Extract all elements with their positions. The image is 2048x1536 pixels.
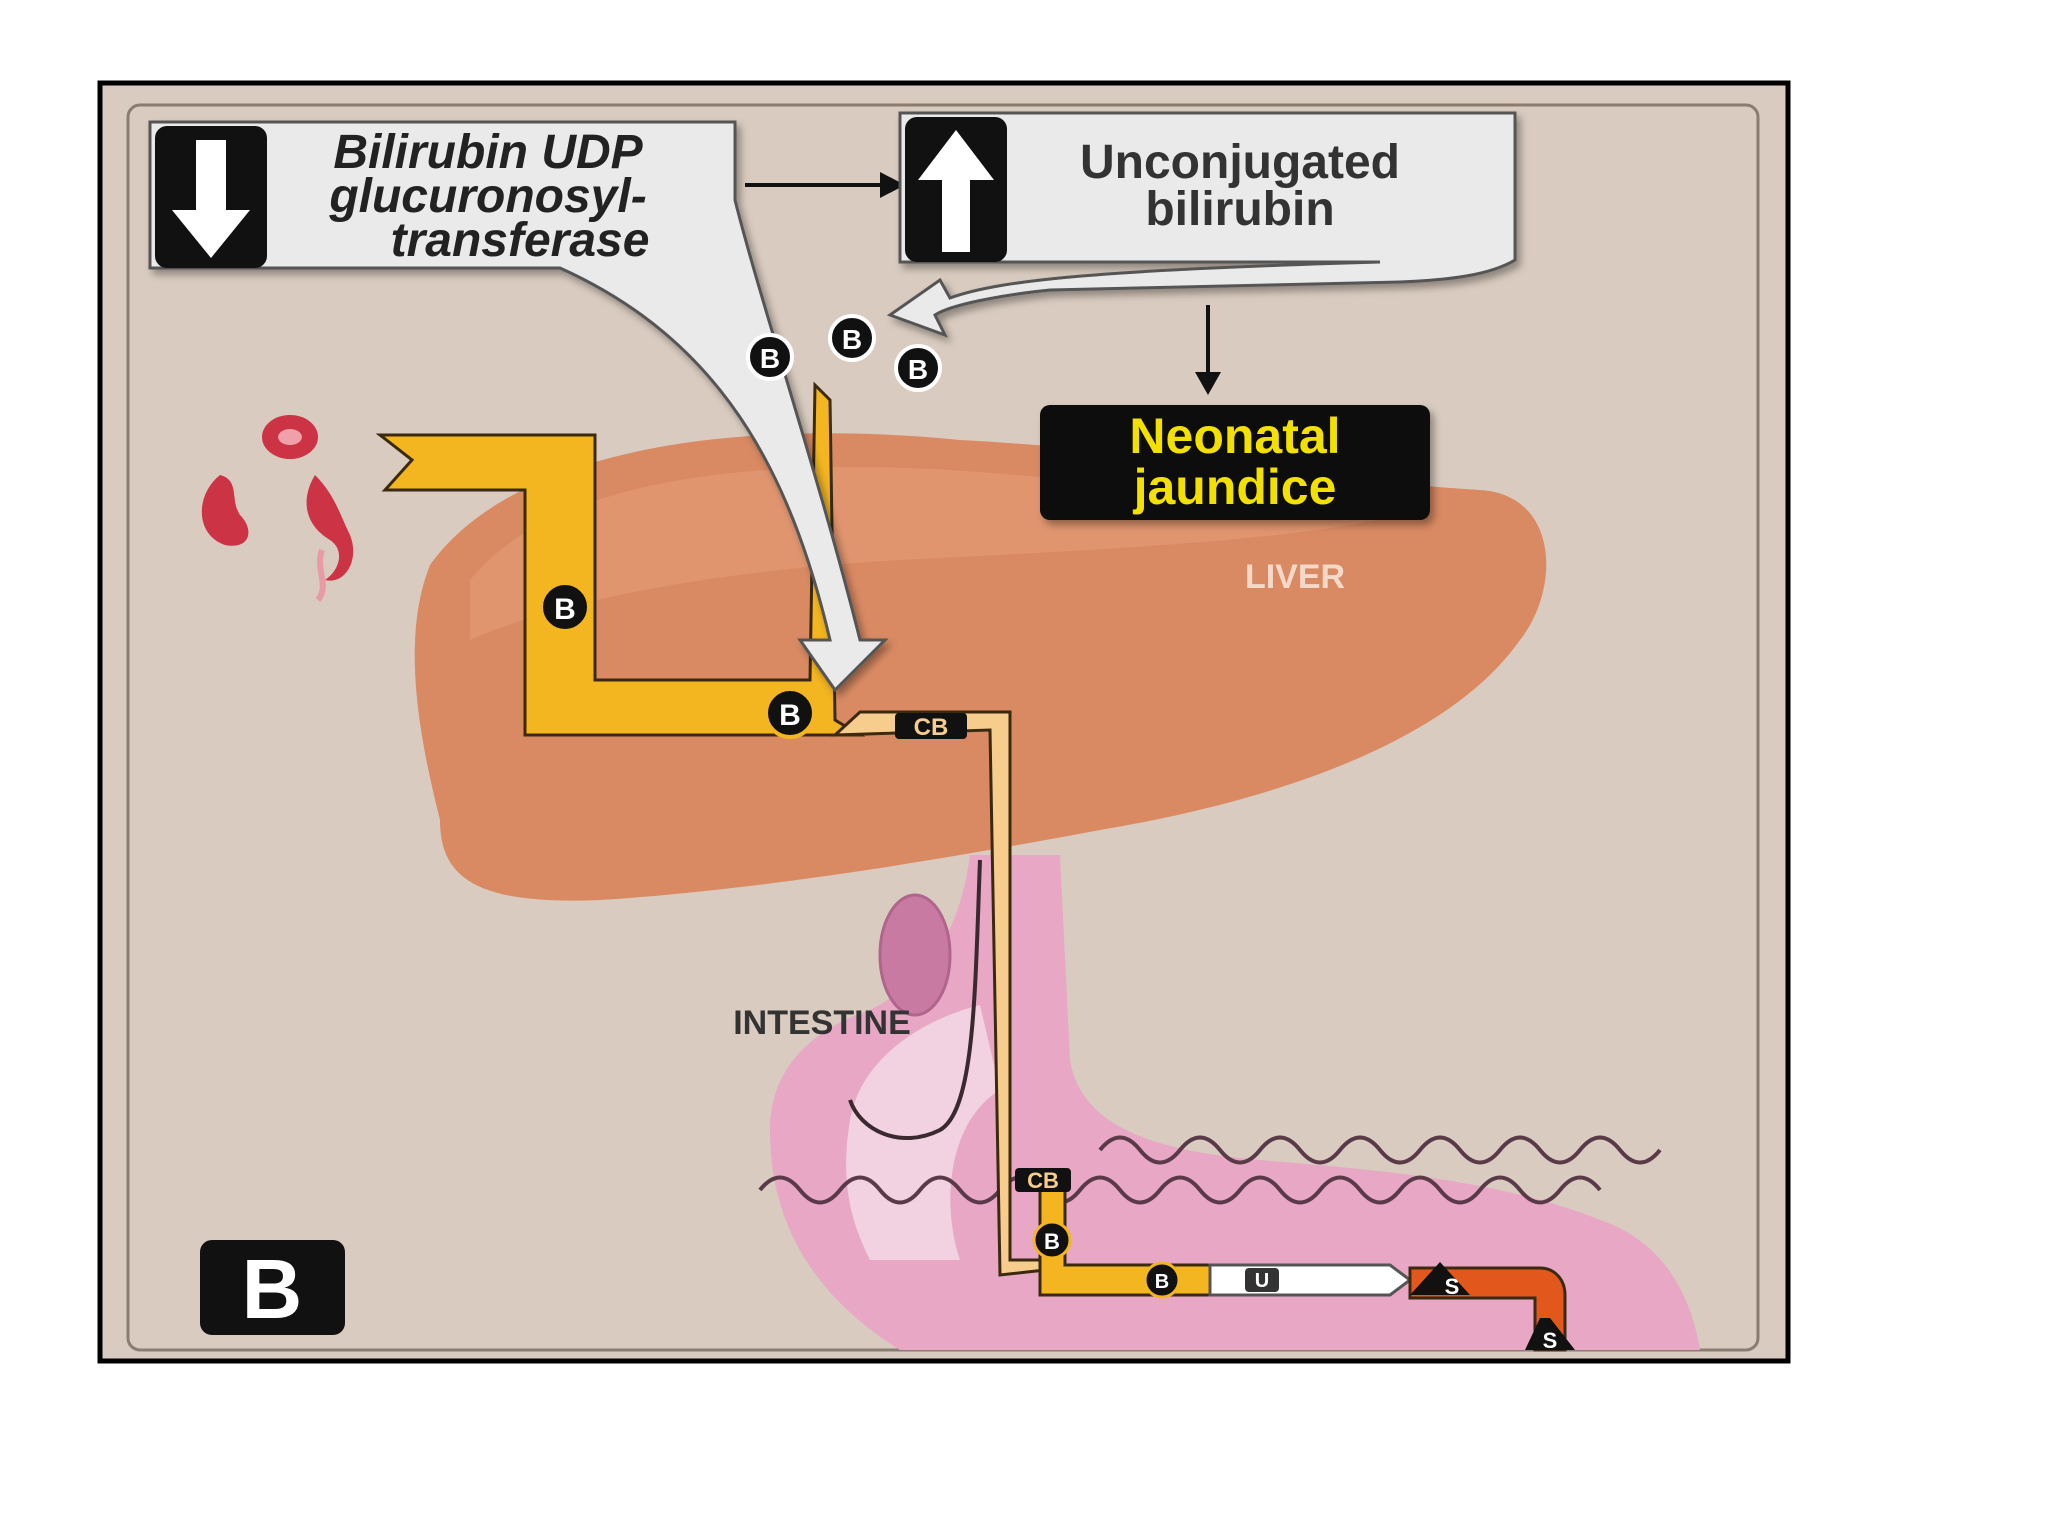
panel-label: B (242, 1242, 303, 1336)
enzyme-callout-box (148, 120, 889, 693)
liver-label: LIVER (1245, 558, 1345, 596)
molecule-badge-b-junction: B (764, 687, 816, 739)
svg-text:CB: CB (1027, 1168, 1059, 1193)
intestine-label: INTESTINE (733, 1004, 911, 1042)
red-blood-cell-center (278, 429, 302, 445)
bilirubin-label-line1: Unconjugated (1080, 136, 1400, 189)
enzyme-callout (148, 120, 889, 693)
molecule-badge-cb-intestine: CB (1015, 1168, 1071, 1193)
intestine-villi-top (1098, 1135, 1662, 1165)
svg-text:S: S (1445, 1274, 1460, 1299)
urobilinogen-path (1208, 1263, 1413, 1297)
cell-debris (315, 549, 326, 602)
svg-text:B: B (779, 699, 801, 732)
molecule-badge-b-2: B (828, 314, 876, 362)
down-arrow-shape (172, 140, 250, 258)
molecule-badge-b-intestine-1: B (1032, 1220, 1072, 1260)
enzyme-label-line3: transferase (391, 214, 650, 267)
sickle-cell (201, 475, 249, 546)
red-blood-cells (201, 415, 354, 602)
jaundice-label-line1: Neonatal (1129, 408, 1340, 464)
molecule-badge-u: U (1245, 1268, 1279, 1292)
svg-text:B: B (908, 354, 928, 385)
bilirubin-label-line2: bilirubin (1145, 183, 1334, 236)
enzyme-label-line2: glucuronosyl- (328, 170, 646, 223)
enzyme-to-bilirubin-arrow (745, 172, 905, 198)
bilirubin-callout-box (886, 111, 1517, 338)
molecule-badge-b-liver: B (539, 581, 591, 633)
svg-text:S: S (1543, 1328, 1558, 1353)
jaundice-label-line2: jaundice (1133, 459, 1337, 515)
panel-label-box (200, 1240, 345, 1335)
molecule-badge-b-1: B (746, 333, 794, 381)
intestine-lumen-opening (878, 893, 952, 1017)
svg-text:B: B (1155, 1271, 1169, 1293)
svg-text:B: B (1044, 1229, 1060, 1254)
bilirubin-to-jaundice-arrow (1195, 305, 1221, 395)
molecule-badge-s-2: S (1525, 1318, 1575, 1353)
svg-text:CB: CB (914, 714, 949, 741)
jaundice-box (1040, 405, 1430, 520)
up-arrow-shape (918, 130, 994, 252)
lysed-cell (306, 475, 354, 581)
intestine-fold-outline (848, 859, 982, 1140)
bilirubin-callout (886, 111, 1517, 338)
molecule-badge-b-3: B (894, 344, 942, 392)
molecule-badge-b-intestine-2: B (1143, 1261, 1181, 1299)
svg-text:U: U (1255, 1270, 1269, 1292)
svg-text:B: B (554, 593, 576, 626)
enzyme-label-line1: Bilirubin UDP (333, 126, 643, 179)
svg-text:B: B (760, 343, 780, 374)
unconjugated-bilirubin-path (375, 381, 866, 737)
intestine-villi-edge (758, 1175, 1602, 1205)
molecule-badge-s-1: S (1410, 1262, 1470, 1299)
molecule-badge-cb-liver: CB (895, 713, 967, 741)
svg-text:B: B (842, 324, 862, 355)
